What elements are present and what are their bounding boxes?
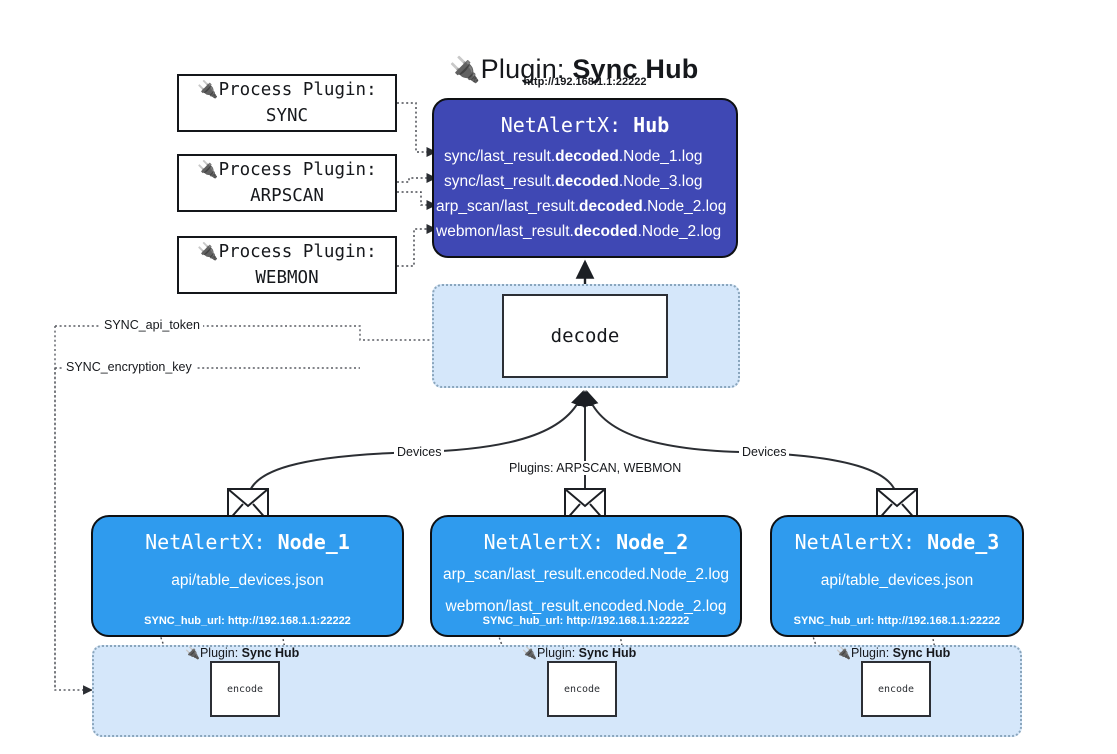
node-line: arp_scan/last_result.encoded.Node_2.log	[442, 566, 730, 583]
electric-plug-icon: 🔌	[836, 646, 851, 660]
node-footer: SYNC_hub_url: http://192.168.1.1:22222	[482, 615, 690, 627]
electric-plug-icon: 🔌	[449, 56, 481, 84]
encode-box[interactable]: encode	[547, 661, 617, 717]
process-plugin-box-webmon[interactable]: 🔌Process Plugin: WEBMON	[177, 236, 397, 294]
electric-plug-icon: 🔌	[197, 242, 219, 262]
edge-label-sync-api-token: SYNC_api_token	[101, 318, 203, 332]
page-title-name: Sync Hub	[572, 54, 699, 84]
process-plugin-box-sync[interactable]: 🔌Process Plugin: SYNC	[177, 74, 397, 132]
node-box-node-1[interactable]: NetAlertX: Node_1 api/table_devices.json…	[91, 515, 404, 637]
electric-plug-icon: 🔌	[522, 646, 537, 660]
encode-box[interactable]: encode	[861, 661, 931, 717]
electric-plug-icon: 🔌	[197, 160, 219, 180]
node-box-node-2[interactable]: NetAlertX: Node_2 arp_scan/last_result.e…	[430, 515, 742, 637]
edge-label-devices-left: Devices	[394, 445, 445, 459]
hub-log-item: arp_scan/last_result.decoded.Node_2.log	[436, 198, 727, 215]
hub-log-item: webmon/last_result.decoded.Node_2.log	[436, 223, 722, 240]
hub-log-list: sync/last_result.decoded.Node_1.log sync…	[434, 144, 736, 244]
hub-title: NetAlertX: Hub	[434, 112, 736, 138]
node-title: NetAlertX: Node_3	[794, 530, 1000, 554]
node-line: api/table_devices.json	[820, 572, 974, 589]
page-title-prefix: Plugin:	[480, 54, 573, 84]
electric-plug-icon: 🔌	[185, 646, 200, 660]
edge-label-sync-encryption-key: SYNC_encryption_key	[63, 360, 195, 374]
electric-plug-icon: 🔌	[197, 80, 219, 100]
hub-log-item: sync/last_result.decoded.Node_3.log	[444, 173, 703, 190]
edge-label-devices-right: Devices	[739, 445, 790, 459]
process-plugin-line1: Process Plugin:	[218, 242, 377, 262]
node-title: NetAlertX: Node_1	[145, 530, 350, 554]
node-box-node-3[interactable]: NetAlertX: Node_3 api/table_devices.json…	[770, 515, 1024, 637]
hub-url-label: http://192.168.1.1:22222	[523, 76, 647, 88]
encoder-label: 🔌Plugin: Sync Hub	[185, 646, 300, 660]
node-line-list: api/table_devices.json	[93, 565, 402, 597]
process-plugin-line1: Process Plugin:	[218, 80, 377, 100]
node-footer: SYNC_hub_url: http://192.168.1.1:22222	[793, 615, 1001, 627]
hub-title-prefix: NetAlertX:	[500, 113, 634, 137]
node-line: api/table_devices.json	[171, 572, 324, 589]
node-line-list: api/table_devices.json	[772, 565, 1022, 597]
process-plugin-line2: SYNC	[265, 106, 309, 126]
encode-box[interactable]: encode	[210, 661, 280, 717]
hub-log-item: sync/last_result.decoded.Node_1.log	[444, 148, 703, 165]
node-title: NetAlertX: Node_2	[483, 530, 689, 554]
node-line: webmon/last_result.encoded.Node_2.log	[445, 598, 727, 615]
process-plugin-line2: ARPSCAN	[250, 186, 324, 206]
decode-box[interactable]: decode	[502, 294, 668, 378]
process-plugin-box-arpscan[interactable]: 🔌Process Plugin: ARPSCAN	[177, 154, 397, 212]
encoder-label: 🔌Plugin: Sync Hub	[522, 646, 637, 660]
node-line-list: arp_scan/last_result.encoded.Node_2.log …	[432, 559, 740, 623]
process-plugin-line1: Process Plugin:	[218, 160, 377, 180]
hub-node[interactable]: NetAlertX: Hub sync/last_result.decoded.…	[432, 98, 738, 258]
process-plugin-line2: WEBMON	[255, 268, 319, 288]
encoder-label: 🔌Plugin: Sync Hub	[836, 646, 951, 660]
node-footer: SYNC_hub_url: http://192.168.1.1:22222	[144, 615, 351, 627]
edge-label-plugins-center: Plugins: ARPSCAN, WEBMON	[506, 461, 685, 475]
page-title: 🔌Plugin: Sync Hub	[0, 18, 1117, 121]
hub-title-name: Hub	[633, 113, 670, 137]
